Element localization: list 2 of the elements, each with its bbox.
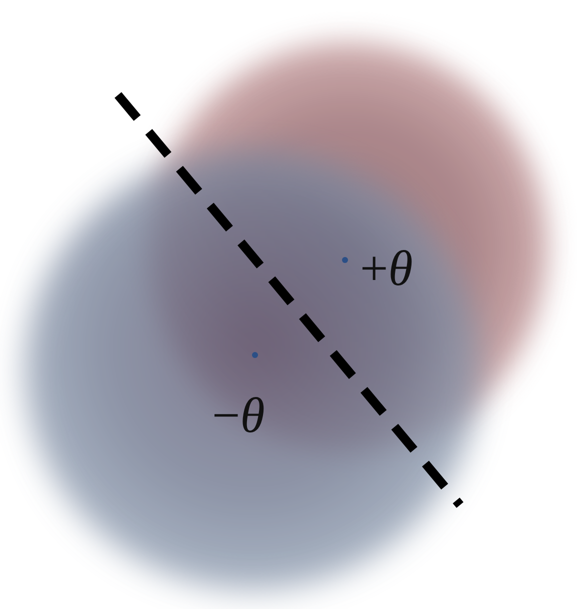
angle-label: −θ bbox=[212, 390, 265, 440]
angle-label: +θ bbox=[360, 243, 413, 293]
